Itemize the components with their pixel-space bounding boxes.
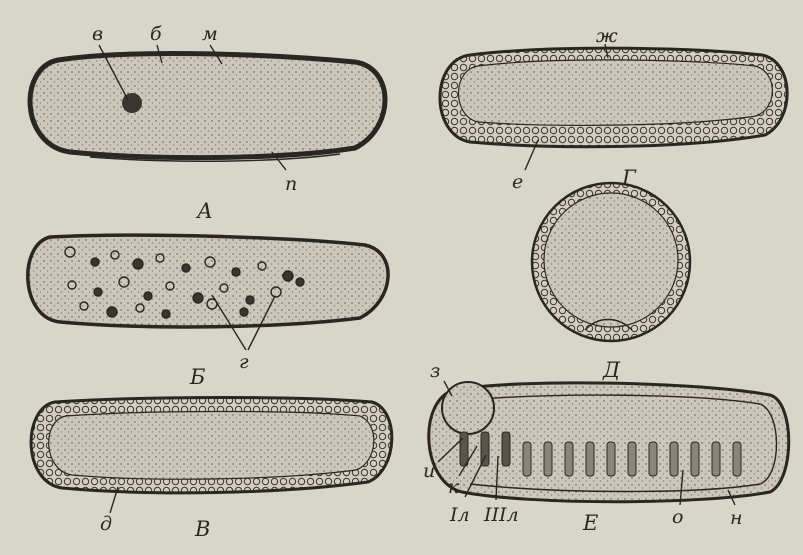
label-m: м [202,23,218,45]
panel-label-v: В [194,517,210,541]
label-l3: IIIл [483,504,519,526]
label-zh: ж [596,25,618,47]
head-lobe [442,382,494,434]
body-segment [523,442,531,476]
body-segment [481,432,489,466]
label-o: о [672,506,683,528]
cleavage-nucleus [283,271,293,281]
body-segment [586,442,594,476]
label-b: б [150,23,162,45]
cleavage-nucleus [133,259,143,269]
cleavage-nucleus [296,278,304,286]
body-segment [460,432,468,466]
cleavage-nucleus [94,288,102,296]
label-e: е [512,171,523,193]
body-segment [670,442,678,476]
label-n: н [730,507,743,529]
label-d: д [100,513,112,535]
body-segment [628,442,636,476]
blastoderm-inner [49,412,374,480]
cleavage-nucleus [246,296,254,304]
panel-label-d: Д [602,358,621,382]
label-g: г [239,351,249,373]
cleavage-nucleus [193,293,203,303]
body-segment [733,442,741,476]
label-z: з [430,360,440,382]
cleavage-nucleus [144,292,152,300]
nucleus [122,93,142,113]
cleavage-nucleus [107,307,117,317]
body-segment [544,442,552,476]
cleavage-nucleus [162,310,170,318]
body-segment [565,442,573,476]
cleavage-nucleus [91,258,99,266]
body-segment [502,432,510,466]
embryo-outline-b [28,235,388,327]
cross-section-yolk [544,193,678,327]
body-segment [649,442,657,476]
label-k: к [448,476,460,498]
cleavage-nucleus [232,268,240,276]
embryo-outline-a [30,54,385,158]
body-segment [607,442,615,476]
label-l1: Iл [449,504,470,526]
label-v: в [92,23,103,45]
panel-label-a: А [195,199,213,223]
body-segment [691,442,699,476]
label-p: п [285,173,297,195]
label-i: и [423,460,435,482]
body-segment [712,442,720,476]
cleavage-nucleus [240,308,248,316]
panel-label-b: Б [189,365,205,389]
germ-band [459,60,773,125]
cleavage-nucleus [182,264,190,272]
panel-label-e: Е [582,511,598,535]
